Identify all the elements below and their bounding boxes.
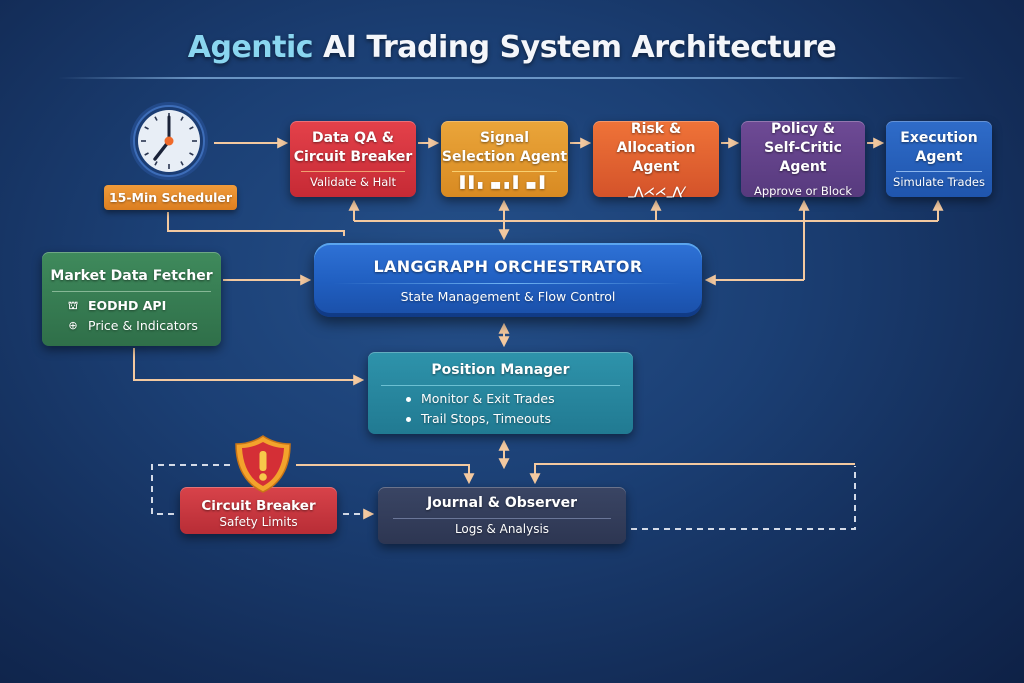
dashed-loop-journal-right bbox=[631, 466, 856, 530]
execution-title-2: Agent bbox=[915, 148, 963, 165]
warning-shield-icon bbox=[235, 435, 291, 493]
dashed-loop-circuitbreaker bbox=[151, 464, 230, 515]
bullet-icon bbox=[406, 417, 411, 422]
divider bbox=[301, 170, 405, 172]
divider bbox=[895, 170, 983, 172]
globe-icon: ⊕ bbox=[68, 319, 78, 332]
execution-agent-box[interactable]: Execution Agent Simulate Trades bbox=[886, 121, 992, 197]
bullet-icon bbox=[406, 397, 411, 402]
position-list: Monitor & Exit Trades Trail Stops, Timeo… bbox=[368, 389, 555, 429]
title-rest: AI Trading System Architecture bbox=[313, 30, 837, 65]
execution-subtitle: Simulate Trades bbox=[893, 174, 985, 189]
page-title: Agentic AI Trading System Architecture bbox=[0, 30, 1024, 65]
position-title: Position Manager bbox=[431, 362, 570, 378]
line-scheduler-to-orchestrator bbox=[167, 212, 345, 236]
risk-title-2: Allocation Agent bbox=[616, 139, 696, 175]
title-accent: Agentic bbox=[187, 30, 314, 65]
scheduler-label: 15-Min Scheduler bbox=[104, 185, 237, 210]
divider bbox=[52, 291, 211, 292]
arrow-market-to-position bbox=[133, 348, 365, 386]
clock-icon bbox=[130, 102, 208, 180]
journal-title: Journal & Observer bbox=[426, 495, 578, 511]
divider bbox=[452, 170, 557, 172]
position-item: Monitor & Exit Trades bbox=[406, 389, 555, 409]
circuit-breaker-box[interactable]: Circuit Breaker Safety Limits bbox=[180, 487, 337, 534]
data-qa-subtitle: Validate & Halt bbox=[309, 174, 397, 189]
signal-selection-box[interactable]: Signal Selection Agent ▌▌▖▗▖▖▌▗▖▌ bbox=[441, 121, 568, 197]
orchestrator-title: LANGGRAPH ORCHESTRATOR bbox=[373, 256, 643, 276]
policy-critic-box[interactable]: Policy & Self-Critic Agent Approve or Bl… bbox=[741, 120, 865, 198]
api-icon: ⛫ bbox=[67, 299, 79, 312]
title-divider bbox=[58, 77, 966, 79]
market-item-price: ⊕ Price & Indicators bbox=[42, 316, 221, 336]
divider bbox=[392, 518, 612, 519]
data-qa-title-1: Data QA & bbox=[312, 129, 394, 146]
risk-allocation-box[interactable]: Risk & Allocation Agent _⋀⋌⋌_⋀⁄ bbox=[593, 120, 719, 198]
risk-title-1: Risk & bbox=[630, 120, 682, 137]
divider bbox=[333, 282, 683, 284]
journal-observer-box[interactable]: Journal & Observer Logs & Analysis bbox=[378, 487, 626, 544]
data-qa-title-2: Circuit Breaker bbox=[293, 148, 413, 165]
langgraph-orchestrator-box[interactable]: LANGGRAPH ORCHESTRATOR State Management … bbox=[314, 243, 702, 317]
arrow-execution-to-journal bbox=[529, 463, 855, 485]
execution-title-1: Execution bbox=[900, 129, 978, 146]
policy-subtitle: Approve or Block bbox=[753, 183, 853, 198]
arrow-circuitbreaker-to-journal bbox=[296, 464, 475, 485]
market-title: Market Data Fetcher bbox=[50, 268, 213, 284]
data-qa-box[interactable]: Data QA & Circuit Breaker Validate & Hal… bbox=[290, 121, 416, 197]
market-data-fetcher-box[interactable]: Market Data Fetcher ⛫ EODHD API ⊕ Price … bbox=[42, 252, 221, 346]
journal-subtitle: Logs & Analysis bbox=[454, 522, 550, 536]
market-item-label: Price & Indicators bbox=[88, 318, 198, 333]
waveform-icon: _⋀⋌⋌_⋀⁄ bbox=[628, 183, 684, 198]
orchestrator-subtitle: State Management & Flow Control bbox=[400, 288, 616, 304]
market-item-api: ⛫ EODHD API bbox=[42, 296, 221, 316]
policy-title-1: Policy & bbox=[771, 120, 835, 137]
signal-title-2: Selection Agent bbox=[441, 148, 568, 165]
position-item: Trail Stops, Timeouts bbox=[406, 409, 555, 429]
bar-signal-icon: ▌▌▖▗▖▖▌▗▖▌ bbox=[460, 174, 549, 189]
signal-title-1: Signal bbox=[479, 129, 530, 146]
divider bbox=[381, 385, 620, 386]
policy-title-2: Self-Critic Agent bbox=[764, 139, 842, 175]
position-manager-box[interactable]: Position Manager Monitor & Exit Trades T… bbox=[368, 352, 633, 434]
position-item-label: Trail Stops, Timeouts bbox=[421, 411, 551, 426]
market-item-label: EODHD API bbox=[88, 298, 167, 313]
position-item-label: Monitor & Exit Trades bbox=[421, 391, 555, 406]
circuit-breaker-title: Circuit Breaker bbox=[201, 497, 316, 514]
circuit-breaker-subtitle: Safety Limits bbox=[219, 514, 298, 529]
